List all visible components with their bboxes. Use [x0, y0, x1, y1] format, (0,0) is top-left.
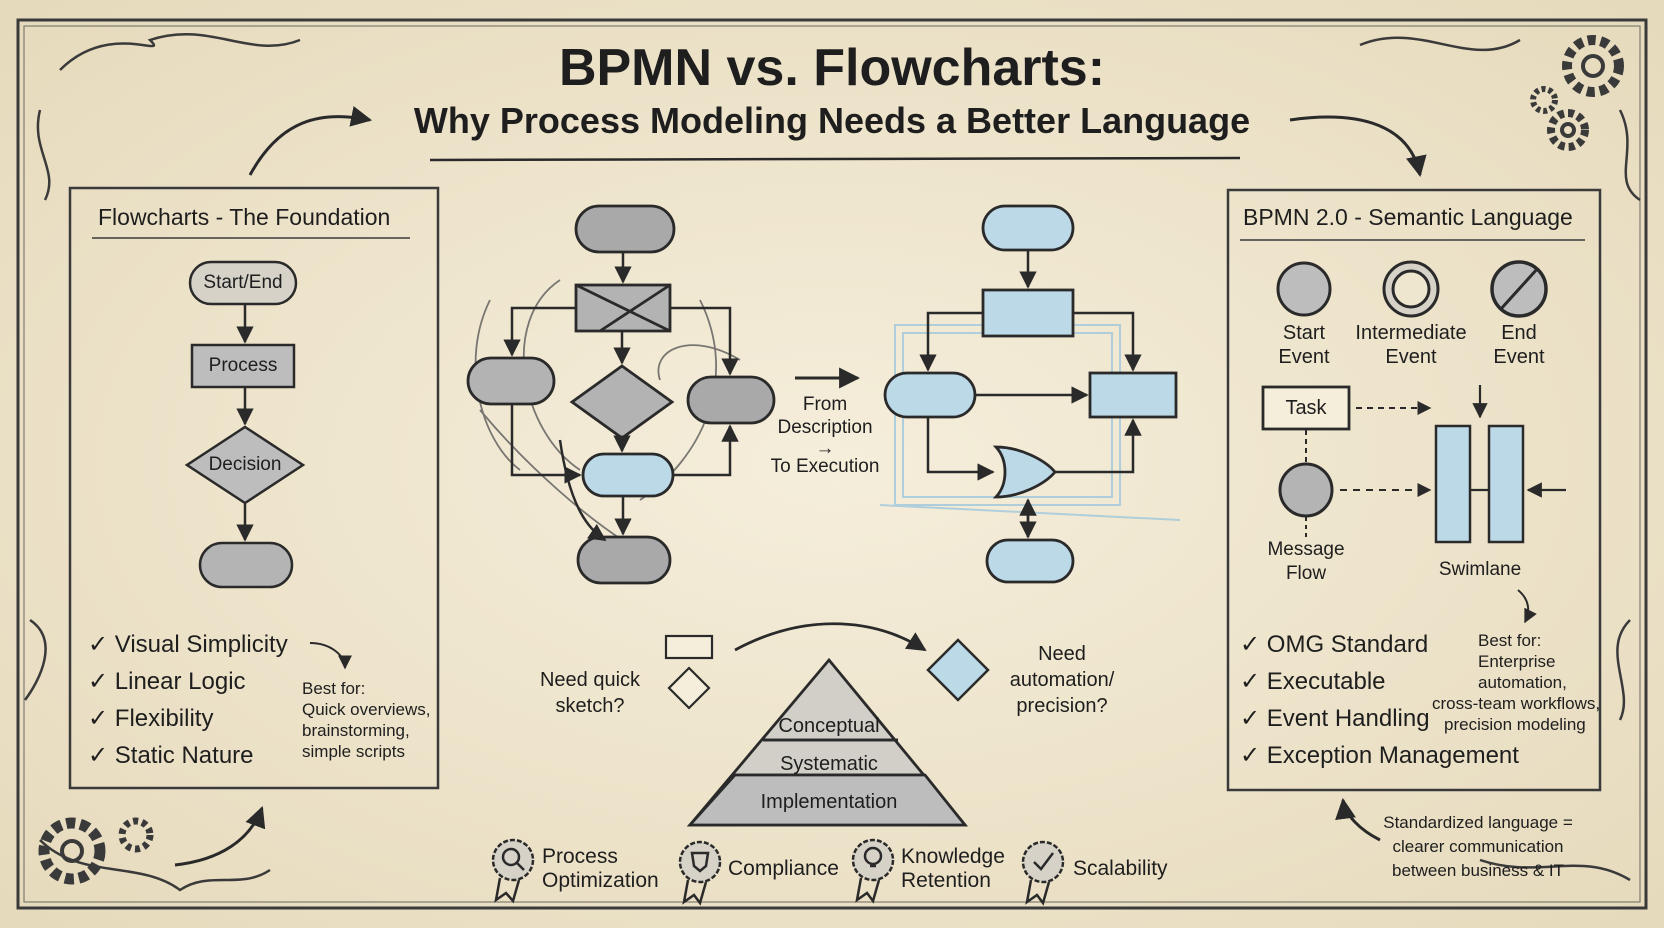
benefit-label-process-optimization: Process: [542, 845, 618, 868]
left-check-item: ✓ Flexibility: [88, 705, 214, 732]
right-best-for-line: cross-team workflows,: [1432, 694, 1601, 713]
transition-label-line: To Execution: [770, 456, 880, 477]
standardized-note-line: clearer communication: [1392, 837, 1564, 856]
decision-guide: [664, 622, 990, 710]
right-best-for-line: Enterprise: [1478, 652, 1556, 671]
left-panel-title: Flowcharts - The Foundation: [98, 204, 391, 230]
right-panel: [1226, 188, 1602, 792]
left-check-item: ✓ Static Nature: [88, 742, 254, 769]
node-process-label: Process: [208, 355, 278, 376]
event-label-intermediate: Event: [1385, 346, 1437, 368]
benefit-label-process-optimization: Optimization: [542, 869, 659, 892]
benefit-label-knowledge-retention: Knowledge: [901, 845, 1005, 868]
transition-label-line: Description: [777, 417, 873, 438]
benefit-label-compliance: Compliance: [728, 857, 839, 880]
benefit-badges: [491, 838, 1065, 906]
right-check-item: ✓ OMG Standard: [1240, 631, 1429, 658]
event-label-start: Start: [1282, 322, 1326, 344]
swimlane-label: Swimlane: [1438, 559, 1522, 580]
need-quick-line: sketch?: [555, 695, 625, 717]
right-panel-title: BPMN 2.0 - Semantic Language: [1243, 204, 1573, 230]
left-check-item: ✓ Linear Logic: [88, 668, 246, 695]
right-best-for-line: precision modeling: [1444, 715, 1586, 734]
right-best-for-line: automation,: [1478, 673, 1567, 692]
shield-badge-icon: [678, 840, 722, 906]
pyramid-level-systematic: Systematic: [780, 753, 878, 775]
event-label-intermediate: Intermediate: [1355, 322, 1467, 344]
left-best-for-line: simple scripts: [302, 742, 405, 761]
need-quick-line: Need quick: [539, 669, 641, 691]
need-automation-line: automation/: [1009, 669, 1115, 691]
need-automation-line: precision?: [1016, 695, 1108, 717]
right-check-item: ✓ Event Handling: [1240, 705, 1430, 732]
clean-bpmn-diagram: [879, 204, 1181, 584]
right-check-item: ✓ Executable: [1240, 668, 1386, 695]
chaotic-flowchart: [466, 204, 776, 585]
title-arrows: [174, 106, 1427, 867]
event-label-end: Event: [1493, 346, 1545, 368]
right-best-for-line: Best for:: [1478, 631, 1542, 650]
title-underline: [429, 156, 1241, 162]
message-flow-label: Message: [1267, 539, 1345, 560]
node-start-end-label: Start/End: [203, 272, 283, 293]
benefit-label-knowledge-retention: Retention: [901, 869, 991, 892]
standardized-note-line: between business & IT: [1392, 861, 1564, 880]
transition-label-line: From: [802, 394, 848, 415]
left-check-item: ✓ Visual Simplicity: [88, 631, 288, 658]
left-panel: [68, 186, 440, 790]
left-best-for-line: brainstorming,: [302, 721, 410, 740]
outer-border: [16, 18, 1648, 910]
pyramid: [686, 657, 968, 827]
node-decision-label: Decision: [208, 454, 282, 475]
need-automation-line: Need: [1038, 643, 1086, 665]
transition-label-line: →: [815, 438, 835, 459]
standardized-note-line: Standardized language =: [1383, 813, 1573, 832]
left-best-for-line: Quick overviews,: [302, 700, 431, 719]
page-subtitle: Why Process Modeling Needs a Better Lang…: [413, 100, 1251, 141]
benefit-label-scalability: Scalability: [1073, 857, 1168, 880]
magnifier-badge-icon: [491, 838, 535, 904]
lightbulb-badge-icon: [851, 838, 895, 904]
left-best-for-line: Best for:: [302, 679, 366, 698]
pyramid-level-implementation: Implementation: [760, 791, 898, 813]
event-label-start: Event: [1278, 346, 1330, 368]
task-label: Task: [1285, 397, 1327, 419]
event-label-end: End: [1501, 322, 1537, 344]
right-check-item: ✓ Exception Management: [1240, 742, 1519, 769]
gear-icon: [38, 35, 1624, 885]
message-flow-label: Flow: [1285, 563, 1327, 584]
check-badge-icon: [1021, 840, 1065, 906]
page-title: BPMN vs. Flowcharts:: [558, 39, 1106, 97]
pyramid-level-conceptual: Conceptual: [778, 715, 880, 737]
